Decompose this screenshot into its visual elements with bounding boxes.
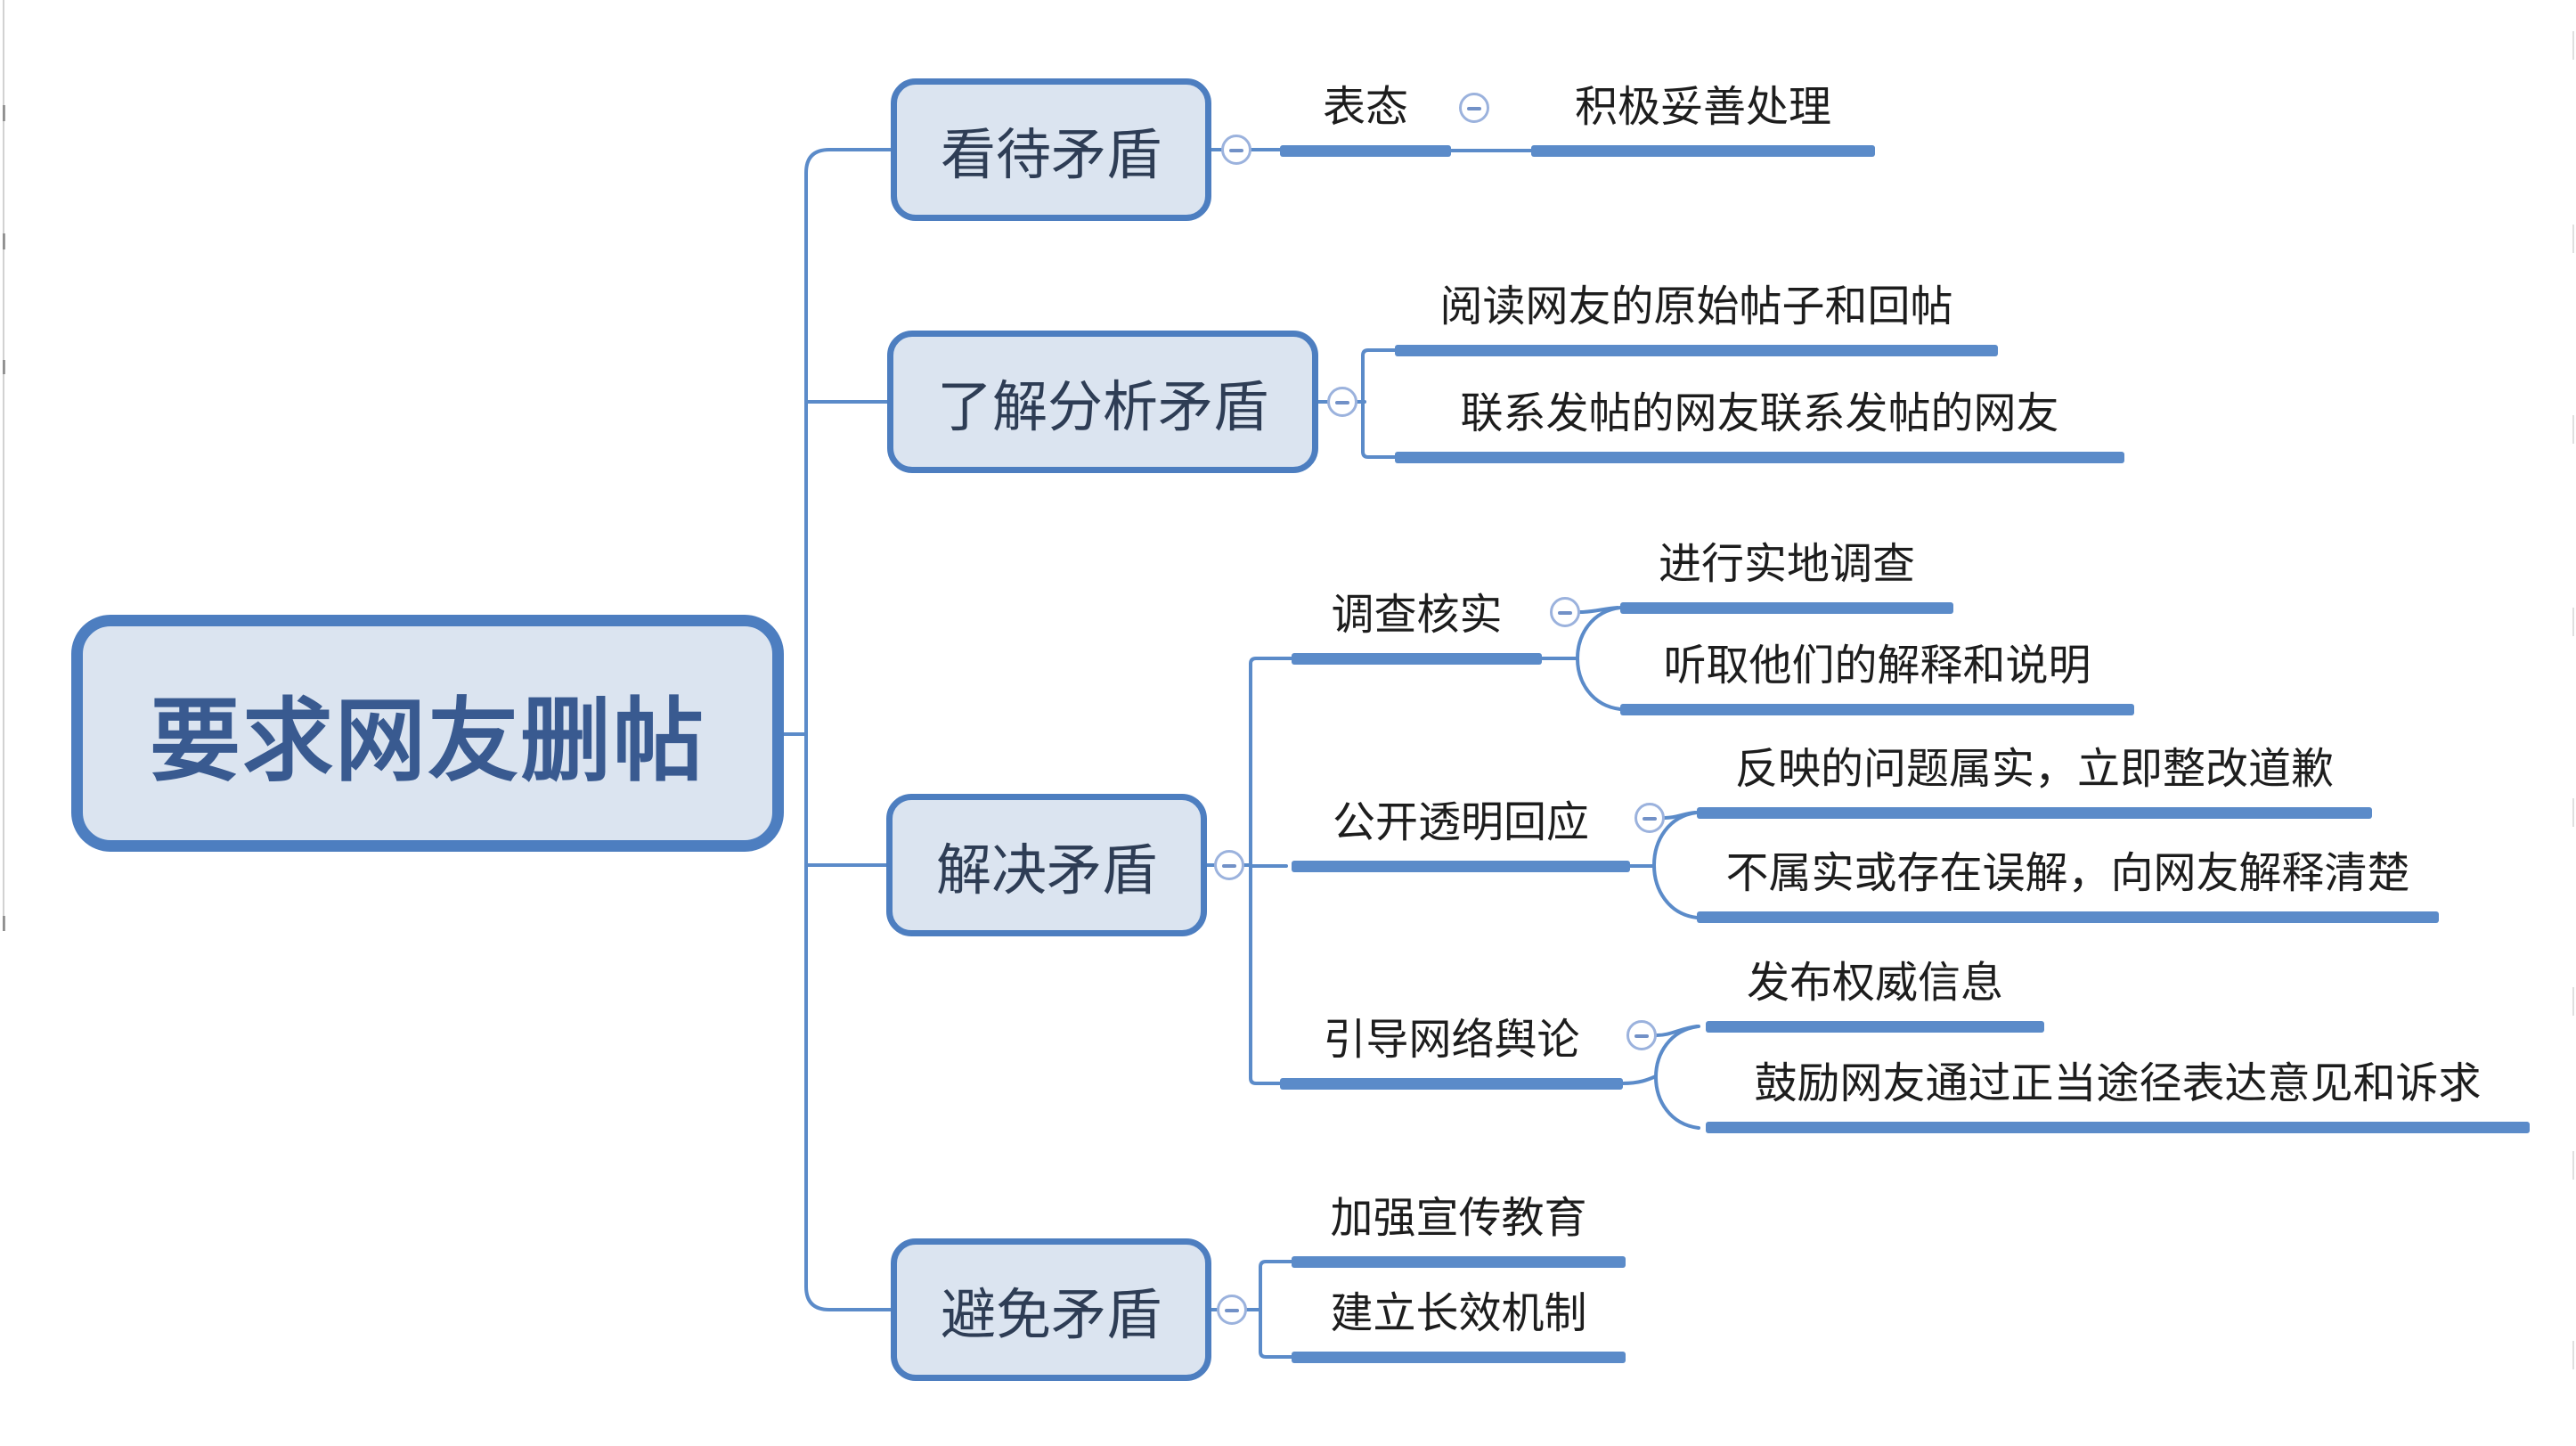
node-underline [1280, 145, 1451, 157]
collapse-toggle-resolve-contradiction[interactable] [1214, 850, 1244, 880]
subtopic-label: 公开透明回应 [1332, 799, 1589, 846]
node-underline [1292, 1256, 1626, 1268]
subtopic-label: 进行实地调查 [1658, 541, 1915, 588]
subtopic-label: 鼓励网友通过正当途径表达意见和诉求 [1754, 1060, 2482, 1107]
right-edge-tick [2572, 798, 2574, 827]
topic-resolve-contradiction[interactable]: 解决矛盾 [886, 794, 1207, 936]
subtopic-strengthen-education[interactable]: 加强宣传教育 [1292, 1196, 1626, 1268]
trunk-line [804, 148, 893, 1311]
subtopic-label: 调查核实 [1331, 592, 1503, 639]
subtopic-problem-true-rectify[interactable]: 反映的问题属实，立即整改道歉 [1697, 747, 2372, 819]
node-underline [1697, 911, 2439, 923]
right-edge-tick [2572, 415, 2574, 444]
right-edge-tick [2572, 225, 2574, 253]
subtopic-release-authoritative-info[interactable]: 发布权威信息 [1706, 960, 2044, 1033]
subtopic-label: 发布权威信息 [1746, 960, 2003, 1007]
minus-icon [1222, 864, 1236, 868]
left-edge-tick [3, 105, 5, 121]
subtopic-transparent-response[interactable]: 公开透明回应 [1292, 800, 1630, 872]
node-underline [1292, 861, 1630, 872]
subtopic-label: 加强宣传教育 [1330, 1195, 1587, 1242]
collapse-toggle-investigate-verify[interactable] [1550, 597, 1580, 627]
subtopic-read-posts[interactable]: 阅读网友的原始帖子和回帖 [1395, 284, 1998, 356]
collapse-toggle-view-contradiction[interactable] [1221, 135, 1251, 165]
topic-avoid-contradiction[interactable]: 避免矛盾 [891, 1238, 1211, 1381]
collapse-toggle-express-stance[interactable] [1459, 93, 1489, 123]
right-edge-tick [2572, 987, 2574, 1016]
subtopic-label: 联系发帖的网友联系发帖的网友 [1460, 390, 2059, 437]
right-edge-tick [2572, 31, 2574, 60]
topic-label: 看待矛盾 [940, 125, 1162, 186]
subtopic-label: 引导网络舆论 [1323, 1017, 1580, 1064]
node-underline [1280, 1078, 1623, 1090]
minus-icon [1634, 1034, 1649, 1038]
collapse-toggle-guide-public-opinion[interactable] [1626, 1020, 1657, 1050]
minus-icon [1558, 611, 1572, 615]
node-underline [1395, 452, 2124, 463]
subtopic-field-investigation[interactable]: 进行实地调查 [1620, 542, 1953, 614]
subtopic-handle-properly[interactable]: 积极妥善处理 [1531, 85, 1875, 157]
right-edge-tick [2572, 1341, 2574, 1369]
subtopic-guide-public-opinion[interactable]: 引导网络舆论 [1280, 1017, 1623, 1090]
subtopic-encourage-proper-channels[interactable]: 鼓励网友通过正当途径表达意见和诉求 [1706, 1061, 2530, 1133]
left-edge-tick [3, 233, 5, 249]
subtopic-long-term-mechanism[interactable]: 建立长效机制 [1292, 1291, 1626, 1363]
left-edge-tick [3, 916, 5, 931]
subtopic-label: 阅读网友的原始帖子和回帖 [1439, 283, 1953, 331]
right-edge-tick [2572, 1151, 2574, 1180]
collapse-toggle-avoid-contradiction[interactable] [1217, 1295, 1247, 1325]
subtopic-investigate-verify[interactable]: 调查核实 [1292, 592, 1542, 665]
node-underline [1292, 1352, 1626, 1363]
minus-icon [1335, 401, 1349, 404]
subtopic-listen-explanations[interactable]: 听取他们的解释和说明 [1620, 643, 2134, 715]
node-underline [1620, 602, 1953, 614]
subtopic-label: 建立长效机制 [1330, 1290, 1587, 1337]
node-underline [1706, 1021, 2044, 1033]
topic-label: 了解分析矛盾 [936, 377, 1268, 438]
topic-understand-analyze[interactable]: 了解分析矛盾 [887, 331, 1318, 473]
minus-icon [1467, 107, 1481, 110]
subtopic-label: 听取他们的解释和说明 [1663, 642, 2091, 690]
node-underline [1395, 345, 1998, 356]
subtopic-express-stance[interactable]: 表态 [1280, 85, 1451, 157]
node-underline [1531, 145, 1875, 157]
topic-label: 避免矛盾 [940, 1285, 1162, 1346]
minus-icon [1229, 149, 1243, 152]
topic-view-contradiction[interactable]: 看待矛盾 [891, 78, 1211, 221]
node-underline [1620, 704, 2134, 715]
central-topic-label: 要求网友删帖 [150, 690, 705, 792]
left-edge-tick [3, 360, 5, 374]
subtopic-contact-posters[interactable]: 联系发帖的网友联系发帖的网友 [1395, 391, 2124, 463]
right-edge-tick [2572, 608, 2574, 636]
node-underline [1697, 807, 2372, 819]
topic-label: 解决矛盾 [935, 840, 1157, 902]
subtopic-label: 表态 [1322, 84, 1408, 131]
collapse-toggle-transparent-response[interactable] [1634, 803, 1665, 833]
subtopic-label: 不属实或存在误解，向网友解释清楚 [1725, 850, 2410, 897]
minus-icon [1225, 1309, 1239, 1312]
collapse-toggle-understand-analyze[interactable] [1327, 387, 1357, 417]
node-underline [1706, 1122, 2530, 1133]
left-edge-artifact-line [3, 0, 4, 931]
minus-icon [1643, 817, 1657, 821]
central-topic[interactable]: 要求网友删帖 [71, 615, 784, 852]
subtopic-label: 积极妥善处理 [1574, 84, 1831, 131]
subtopic-label: 反映的问题属实，立即整改道歉 [1734, 746, 2334, 793]
node-underline [1292, 653, 1542, 665]
subtopic-untrue-explain[interactable]: 不属实或存在误解，向网友解释清楚 [1697, 851, 2439, 923]
